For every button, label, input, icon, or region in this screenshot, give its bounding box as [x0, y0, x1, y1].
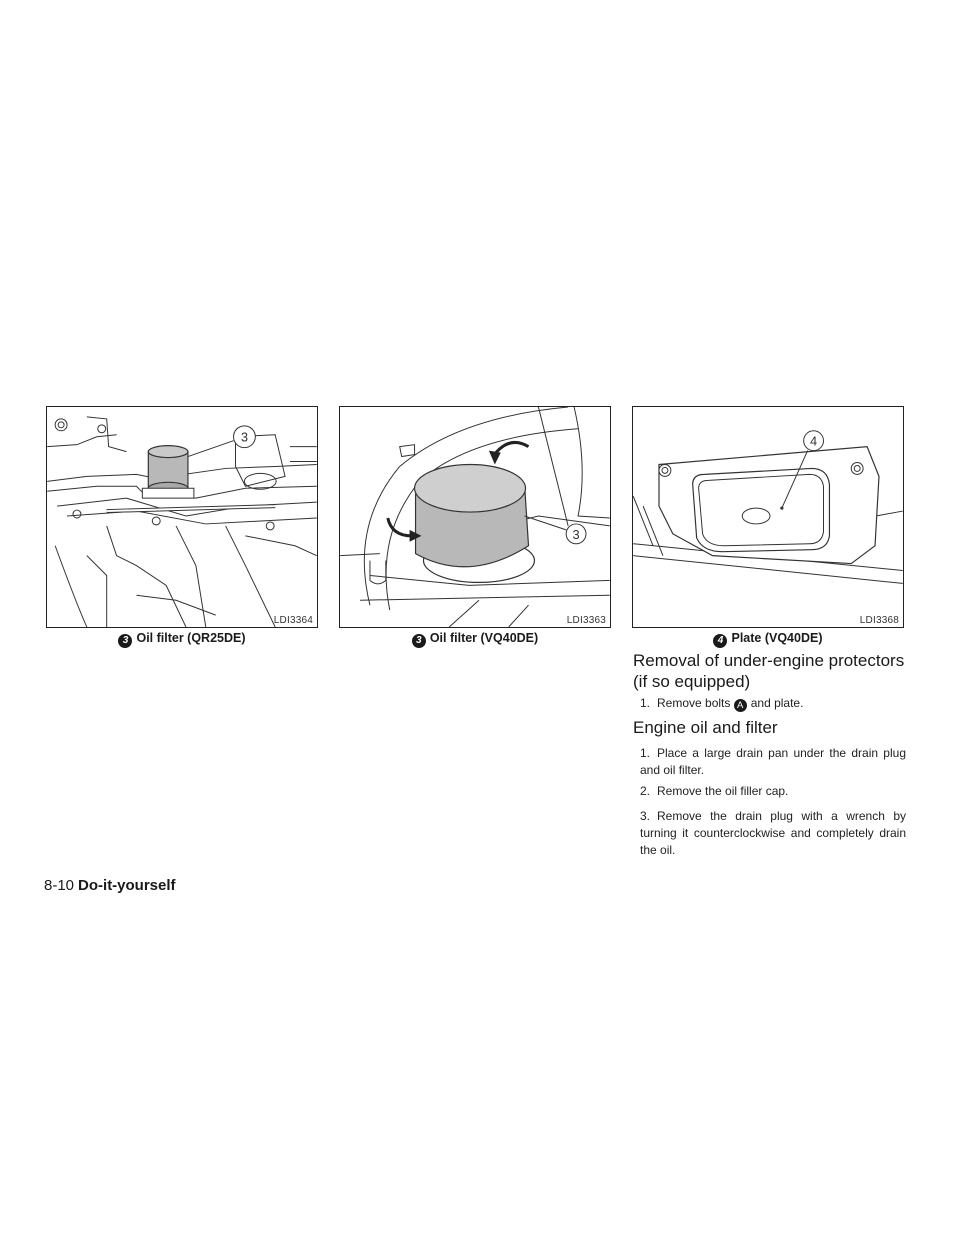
step-text: Remove the oil filler cap.	[657, 784, 789, 798]
section-heading-under-engine-protectors: Removal of under-engine protectors (if s…	[633, 651, 905, 691]
engine-illustration-qr25de: 3	[47, 416, 317, 627]
step-number: 1.	[640, 696, 651, 710]
caption-text: Plate (VQ40DE)	[731, 631, 823, 645]
step-number: 2.	[640, 784, 651, 798]
callout-3: 3	[572, 527, 579, 542]
caption-text: Oil filter (VQ40DE)	[429, 631, 539, 645]
callout-3: 3	[241, 430, 248, 445]
marker-a-badge: A	[733, 699, 747, 712]
figure-oil-filter-vq40de: 3 LDI3363	[339, 406, 611, 628]
figure-oil-filter-qr25de: 3 LDI3364	[46, 406, 318, 628]
step-text: Remove the drain plug with a wrench by t…	[640, 809, 906, 857]
caption-text: Oil filter (QR25DE)	[136, 631, 246, 645]
step-remove-filler-cap: 2. Remove the oil filler cap.	[640, 783, 906, 800]
step-text: Place a large drain pan under the drain …	[640, 746, 906, 777]
page-number: 8-10	[44, 877, 75, 894]
callout-number-badge: 4	[713, 634, 728, 648]
step-remove-drain-plug: 3.Remove the drain plug with a wrench by…	[640, 808, 906, 859]
figure-code: LDI3368	[859, 615, 899, 626]
step-place-drain-pan: 1.Place a large drain pan under the drai…	[640, 745, 906, 779]
figure-code: LDI3363	[566, 615, 606, 626]
engine-illustration-vq40de: 3	[340, 407, 610, 627]
section-heading-engine-oil-and-filter: Engine oil and filter	[633, 718, 778, 737]
step-number: 3.	[640, 809, 651, 823]
step-text: Remove bolts	[657, 696, 731, 710]
figure-code: LDI3364	[273, 615, 313, 626]
step-number: 1.	[640, 746, 651, 760]
under-engine-plate-illustration: 4	[633, 430, 903, 584]
callout-number-badge: 3	[411, 634, 426, 648]
footer-section-title: Do-it-yourself	[78, 877, 176, 894]
step-text: and plate.	[750, 696, 804, 710]
figure-plate-vq40de: 4 LDI3368	[632, 406, 904, 628]
callout-4: 4	[810, 434, 817, 449]
callout-number-badge: 3	[118, 634, 133, 648]
